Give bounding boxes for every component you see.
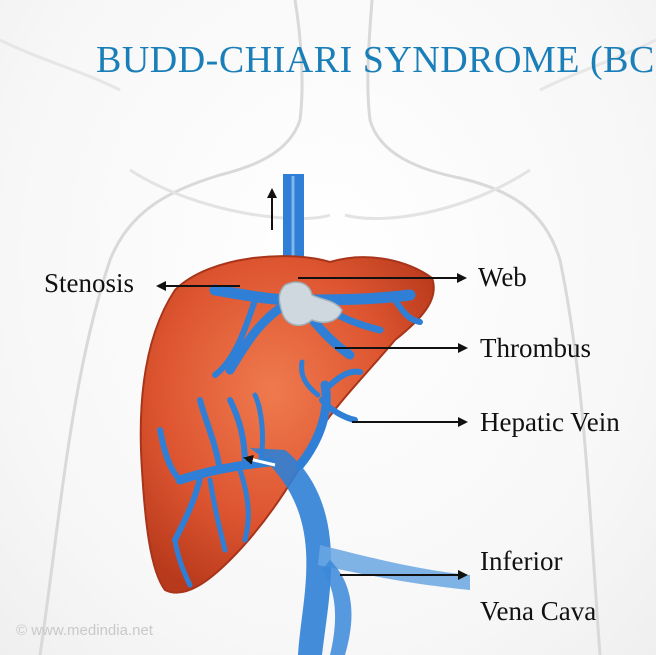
watermark: © www.medindia.net [16,622,153,639]
label-thrombus: Thrombus [480,333,591,364]
label-hepatic-vein: Hepatic Vein [480,407,620,438]
label-vena-cava: Vena Cava [480,596,596,627]
inferior-vena-cava [250,448,470,655]
label-stenosis: Stenosis [44,268,134,299]
label-inferior: Inferior [480,546,562,577]
diagram-title: BUDD-CHIARI SYNDROME (BCS) [96,38,656,82]
label-web: Web [478,262,527,293]
